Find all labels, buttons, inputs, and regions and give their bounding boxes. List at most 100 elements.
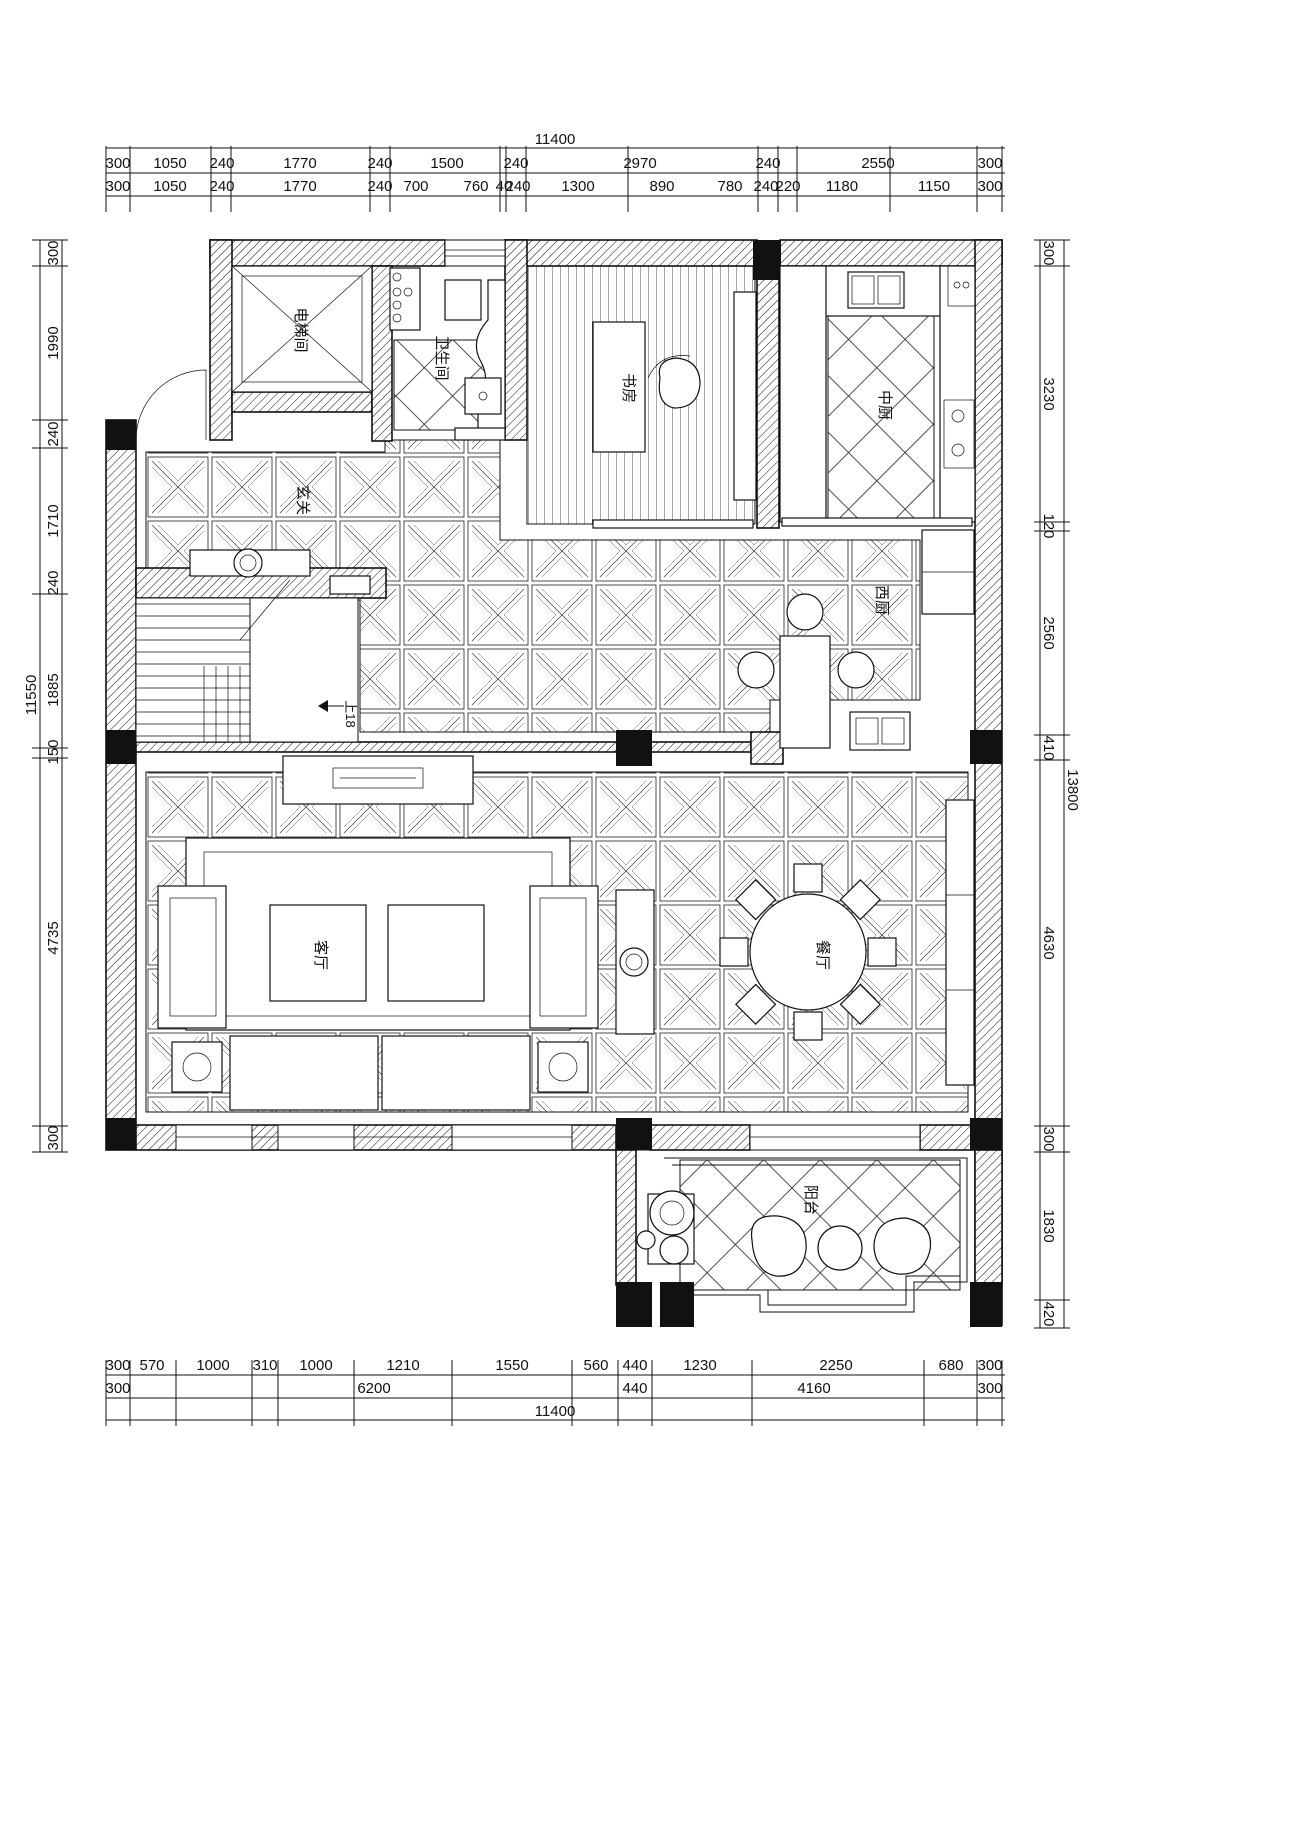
bottom-dim-1: 440 [622, 1357, 647, 1374]
top-dim-2: 240 [367, 178, 392, 195]
living-room-furniture [157, 755, 655, 1111]
top-dim-1: 1500 [430, 155, 463, 172]
study-furniture [592, 291, 757, 529]
staircase [135, 579, 359, 743]
right-dim: 300 [1040, 1126, 1057, 1151]
top-dim-1: 240 [503, 155, 528, 172]
top-dim-2: 1770 [283, 178, 316, 195]
right-dim: 410 [1040, 735, 1057, 760]
left-dim: 240 [45, 421, 62, 446]
top-dim-1: 1770 [283, 155, 316, 172]
left-dim: 4735 [45, 921, 62, 954]
room-label-western-kitchen: 西厨 [873, 585, 891, 615]
room-label-dining-room: 餐厅 [814, 940, 832, 970]
western-kitchen-furniture [737, 529, 975, 751]
dining-chair [839, 879, 881, 921]
top-total-dim: 11400 [535, 131, 576, 148]
top-dim-2: 40 [496, 178, 513, 195]
dining-room-furniture [719, 799, 975, 1086]
left-total-dim: 11550 [23, 675, 40, 716]
bottom-dim-1: 570 [139, 1357, 164, 1374]
bottom-dim-1: 2250 [819, 1357, 852, 1374]
right-dim: 120 [1040, 513, 1057, 538]
top-dim-2: 240 [505, 178, 530, 195]
top-dim-2: 890 [649, 178, 674, 195]
left-dim: 1885 [45, 673, 62, 706]
right-dim: 1830 [1040, 1209, 1057, 1242]
top-dim-2: 300 [105, 178, 130, 195]
top-dim-1: 1050 [153, 155, 186, 172]
bottom-dim-1: 310 [252, 1357, 277, 1374]
top-dimensions: 11400 300 1050 240 1770 240 1500 240 2970 240 255… [105, 131, 1005, 212]
room-label-chinese-kitchen: 中厨 [876, 390, 894, 420]
room-label-entrance: 玄关 [294, 485, 312, 515]
bottom-dim-1: 300 [977, 1357, 1002, 1374]
left-dim: 1710 [45, 504, 62, 537]
left-dim: 300 [45, 240, 62, 265]
top-dim-2: 780 [717, 178, 742, 195]
right-dim: 4630 [1040, 926, 1057, 959]
top-dim-2: 240 [209, 178, 234, 195]
top-dim-2: 760 [463, 178, 488, 195]
top-dim-1: 240 [367, 155, 392, 172]
bottom-dim-1: 1000 [196, 1357, 229, 1374]
right-dim: 2560 [1040, 616, 1057, 649]
room-label-study: 书房 [620, 373, 638, 403]
right-dim: 300 [1040, 240, 1057, 265]
bottom-dim-2: 6200 [357, 1380, 390, 1397]
top-dim-1: 300 [105, 155, 130, 172]
bottom-dim-2: 300 [105, 1380, 130, 1397]
dining-chair [793, 1011, 823, 1041]
bottom-dim-1: 300 [105, 1357, 130, 1374]
bottom-dim-1: 1550 [495, 1357, 528, 1374]
top-dim-1: 2550 [861, 155, 894, 172]
room-label-bathroom: 卫生间 [433, 335, 451, 380]
dining-chair [735, 879, 777, 921]
right-total-dim: 13800 [1064, 769, 1081, 811]
dining-chair [793, 863, 823, 893]
bottom-dim-2: 300 [977, 1380, 1002, 1397]
bottom-dim-1: 1230 [683, 1357, 716, 1374]
top-dim-2: 700 [403, 178, 428, 195]
top-dim-1: 240 [755, 155, 780, 172]
top-dim-2: 300 [977, 178, 1002, 195]
left-dim: 240 [45, 570, 62, 595]
top-dim-2: 1300 [561, 178, 594, 195]
top-dim-2: 1050 [153, 178, 186, 195]
top-dim-2: 1150 [918, 178, 950, 195]
chinese-kitchen-fixtures [779, 265, 976, 527]
top-dim-1: 2970 [623, 155, 656, 172]
right-dim: 420 [1040, 1301, 1057, 1326]
balcony-outline [636, 1149, 976, 1313]
bottom-dim-2: 4160 [797, 1380, 830, 1397]
balcony-furniture [636, 1190, 932, 1277]
top-dim-1: 300 [977, 155, 1002, 172]
top-dim-2: 220 [775, 178, 800, 195]
top-dim-2: 1180 [826, 178, 858, 195]
bottom-dimensions: 300 570 1000 310 1000 1210 1550 560 440 1230 2250 6… [105, 1357, 1005, 1426]
dining-chair [839, 983, 881, 1025]
bottom-dim-1: 560 [583, 1357, 608, 1374]
entrance-furniture [189, 548, 371, 595]
bottom-dim-1: 680 [938, 1357, 963, 1374]
bottom-dim-1: 1210 [386, 1357, 419, 1374]
bottom-total-dim: 11400 [535, 1403, 576, 1420]
room-label-balcony: 阳台 [802, 1185, 820, 1215]
left-dim: 150 [45, 739, 62, 764]
left-dim: 1990 [45, 326, 62, 359]
left-dim: 300 [45, 1125, 62, 1150]
bathroom-fixtures [389, 267, 506, 441]
right-dimensions: 300 3230 120 2560 410 4630 300 1830 420 13800 [1034, 239, 1081, 1329]
bottom-dim-1: 1000 [299, 1357, 332, 1374]
left-dimensions: 300 1990 240 1710 240 1885 150 4735 300 11550 [23, 239, 68, 1153]
bottom-dim-2: 440 [622, 1380, 647, 1397]
right-dim: 3230 [1040, 377, 1057, 410]
room-label-living-room: 客厅 [312, 940, 330, 970]
room-label-elevator: 电梯间 [292, 307, 310, 352]
elevator-shaft [135, 265, 373, 441]
top-dim-2: 240 [753, 178, 778, 195]
dining-chair [735, 983, 777, 1025]
top-dim-1: 240 [209, 155, 234, 172]
dining-chair [867, 937, 897, 967]
